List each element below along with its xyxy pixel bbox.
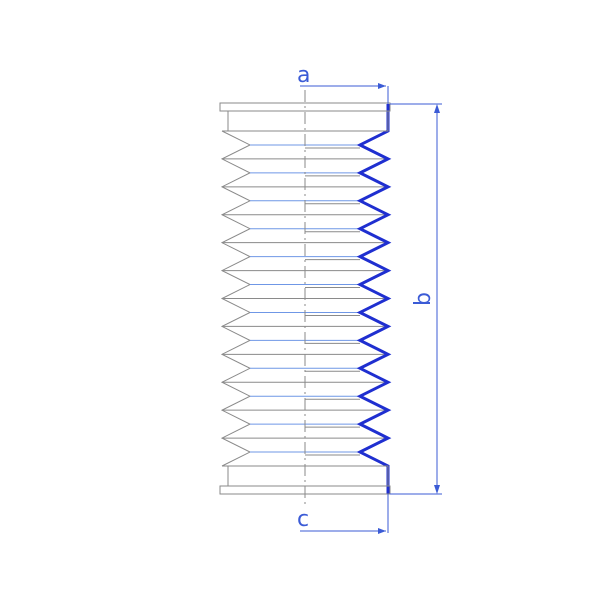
dimension-c: c [297, 494, 389, 534]
dimension-b-label: b [411, 292, 436, 306]
dimension-a-label: a [297, 63, 310, 88]
dimension-b: b [390, 103, 442, 495]
bottom-flange [219, 465, 391, 495]
bellows-profile [356, 104, 392, 494]
dimension-c-label: c [297, 507, 309, 532]
top-flange [219, 102, 391, 132]
dimension-a: a [297, 63, 389, 104]
